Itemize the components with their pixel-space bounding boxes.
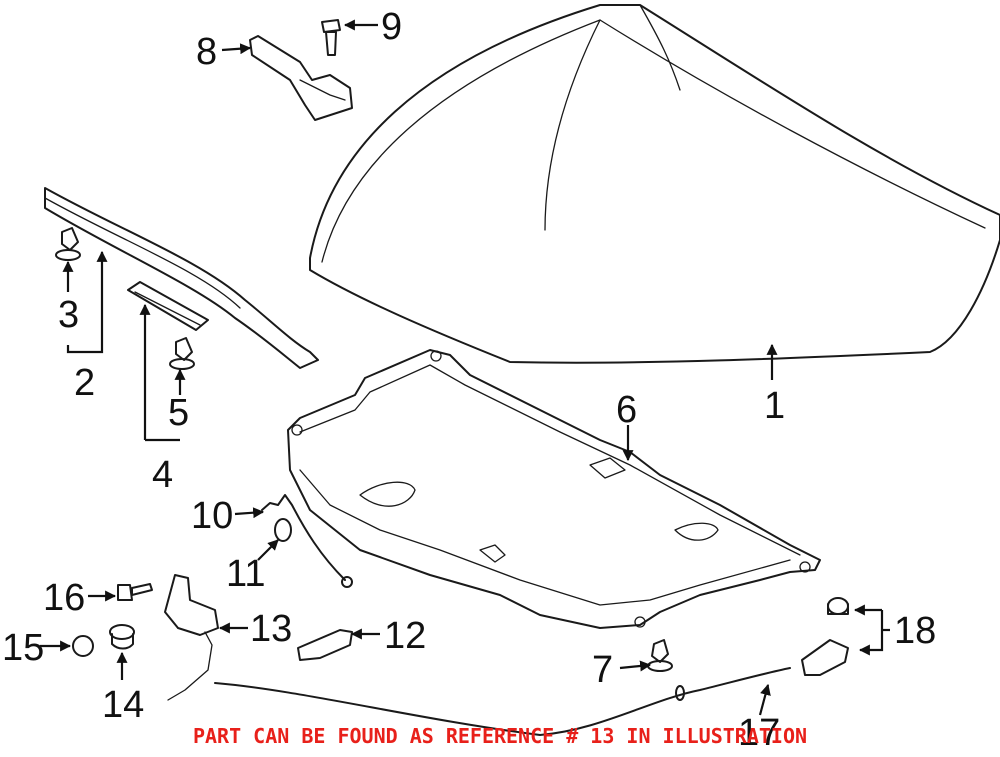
callout-13: 13 — [250, 608, 292, 650]
reference-notice: PART CAN BE FOUND AS REFERENCE # 13 IN I… — [192, 724, 808, 748]
callout-9: 9 — [381, 6, 402, 48]
leader-lines — [40, 19, 890, 716]
callout-10: 10 — [191, 495, 233, 537]
hood-support-rod — [261, 494, 353, 588]
callout-6: 6 — [616, 389, 637, 431]
callout-11: 11 — [226, 553, 265, 595]
hood-release-handle — [164, 574, 219, 701]
clip-7 — [647, 639, 673, 672]
clip-3 — [55, 227, 81, 261]
callout-18: 18 — [894, 610, 936, 652]
callout-3: 3 — [58, 294, 79, 336]
hood-release-cable — [214, 667, 791, 736]
hinge-bolt — [321, 19, 341, 56]
callout-14: 14 — [102, 684, 144, 726]
callout-8: 8 — [196, 31, 217, 73]
callout-4: 4 — [152, 454, 173, 496]
hood-side-seal — [127, 281, 209, 331]
callout-15: 15 — [2, 627, 44, 669]
bolt-16 — [117, 583, 153, 601]
callout-5: 5 — [168, 392, 189, 434]
callout-12: 12 — [384, 615, 426, 657]
callout-17: 17 — [738, 712, 780, 754]
hood-latch — [801, 597, 849, 676]
callout-2: 2 — [74, 362, 95, 404]
callout-16: 16 — [43, 577, 85, 619]
plug-15 — [72, 635, 94, 657]
hood-hinge — [249, 35, 353, 121]
nut-14 — [109, 624, 135, 650]
grommet-11 — [274, 518, 292, 542]
callout-1: 1 — [764, 385, 785, 427]
callout-7: 7 — [592, 649, 613, 691]
cable-bracket — [297, 629, 353, 661]
clip-5 — [169, 337, 195, 370]
hood-insulator — [287, 349, 821, 629]
hood-seal-strip — [44, 187, 319, 369]
hood-panel — [309, 4, 1000, 364]
